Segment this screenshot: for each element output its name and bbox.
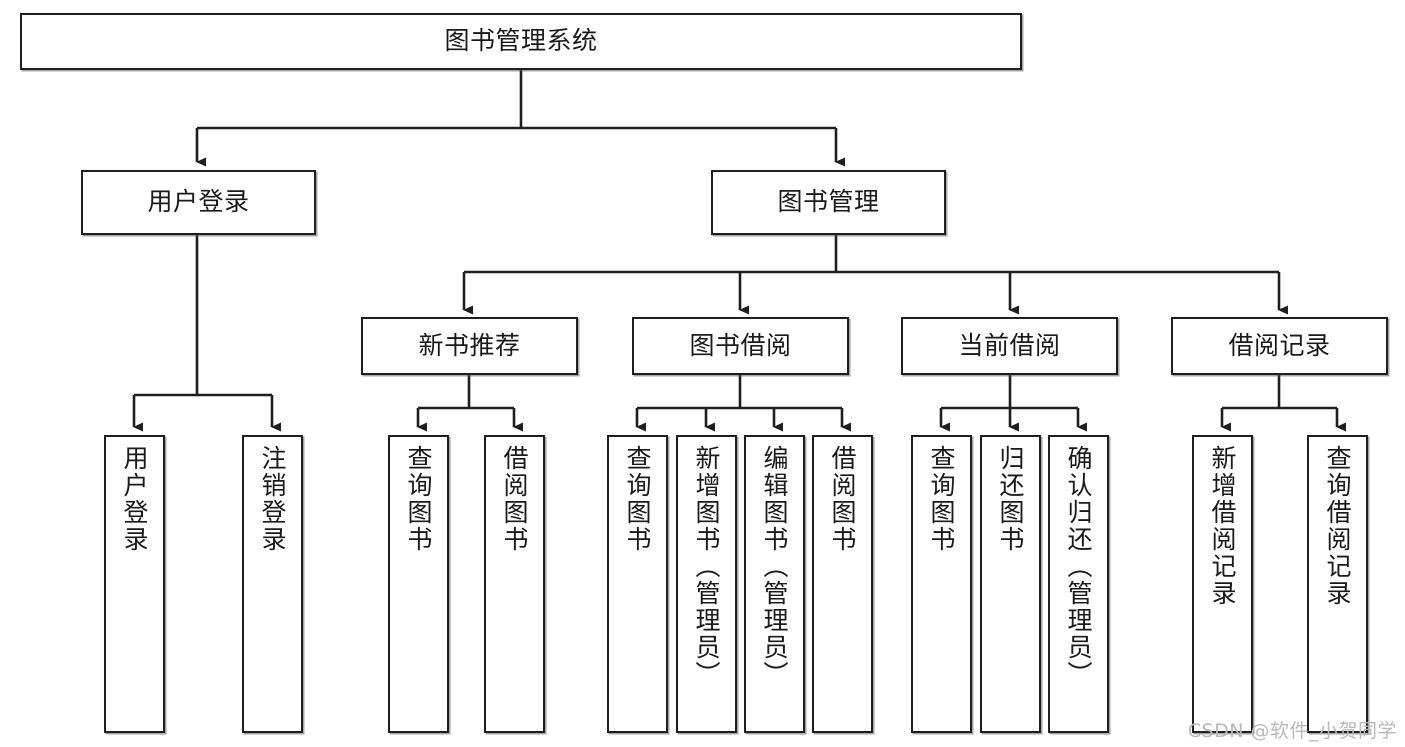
node-borrow-record[interactable]: 借阅记录	[1171, 317, 1388, 375]
watermark-text: CSDN @软件_小贺同学	[1187, 720, 1397, 742]
leaf-query-book-borrow[interactable]: 查询图书	[607, 435, 668, 733]
leaf-query-borrow-record[interactable]: 查询借阅记录	[1307, 435, 1368, 733]
node-user-login[interactable]: 用户登录	[81, 170, 316, 235]
node-label: 借阅记录	[1228, 330, 1331, 360]
node-label: 图书借阅	[689, 330, 792, 360]
node-label: 新书推荐	[418, 330, 521, 360]
leaf-add-book-admin[interactable]: 新增图书（管理员）	[676, 435, 737, 733]
node-label: 借阅图书	[500, 445, 529, 553]
leaf-query-book-current[interactable]: 查询图书	[911, 435, 972, 733]
node-label: 查询图书	[927, 445, 956, 553]
node-label: 归还图书	[996, 445, 1025, 553]
leaf-return-book[interactable]: 归还图书	[980, 435, 1041, 733]
leaf-user-login[interactable]: 用户登录	[104, 435, 165, 733]
node-label: 当前借阅	[958, 330, 1061, 360]
node-label: 确认归还（管理员）	[1064, 445, 1093, 688]
leaf-borrow-book-recommend[interactable]: 借阅图书	[484, 435, 545, 733]
node-book-management[interactable]: 图书管理	[711, 170, 946, 235]
leaf-query-book-recommend[interactable]: 查询图书	[388, 435, 449, 733]
node-label: 查询图书	[404, 445, 433, 553]
node-label: 用户登录	[147, 187, 250, 217]
node-label: 图书管理	[777, 187, 880, 217]
node-label: 注销登录	[258, 445, 287, 553]
node-label: 新增借阅记录	[1208, 445, 1237, 607]
node-label: 编辑图书（管理员）	[760, 445, 789, 688]
node-new-book-recommend[interactable]: 新书推荐	[361, 317, 578, 375]
node-label: 查询图书	[623, 445, 652, 553]
leaf-add-borrow-record[interactable]: 新增借阅记录	[1192, 435, 1253, 733]
node-label: 查询借阅记录	[1323, 445, 1352, 607]
node-label: 用户登录	[120, 445, 149, 553]
node-book-borrow[interactable]: 图书借阅	[632, 317, 849, 375]
node-label: 借阅图书	[828, 445, 857, 553]
node-current-borrow[interactable]: 当前借阅	[901, 317, 1118, 375]
leaf-logout[interactable]: 注销登录	[242, 435, 303, 733]
node-label: 图书管理系统	[444, 26, 598, 56]
leaf-edit-book-admin[interactable]: 编辑图书（管理员）	[744, 435, 805, 733]
node-root-book-management-system[interactable]: 图书管理系统	[20, 13, 1022, 70]
node-label: 新增图书（管理员）	[692, 445, 721, 688]
leaf-confirm-return-admin[interactable]: 确认归还（管理员）	[1048, 435, 1109, 733]
leaf-borrow-book[interactable]: 借阅图书	[812, 435, 873, 733]
